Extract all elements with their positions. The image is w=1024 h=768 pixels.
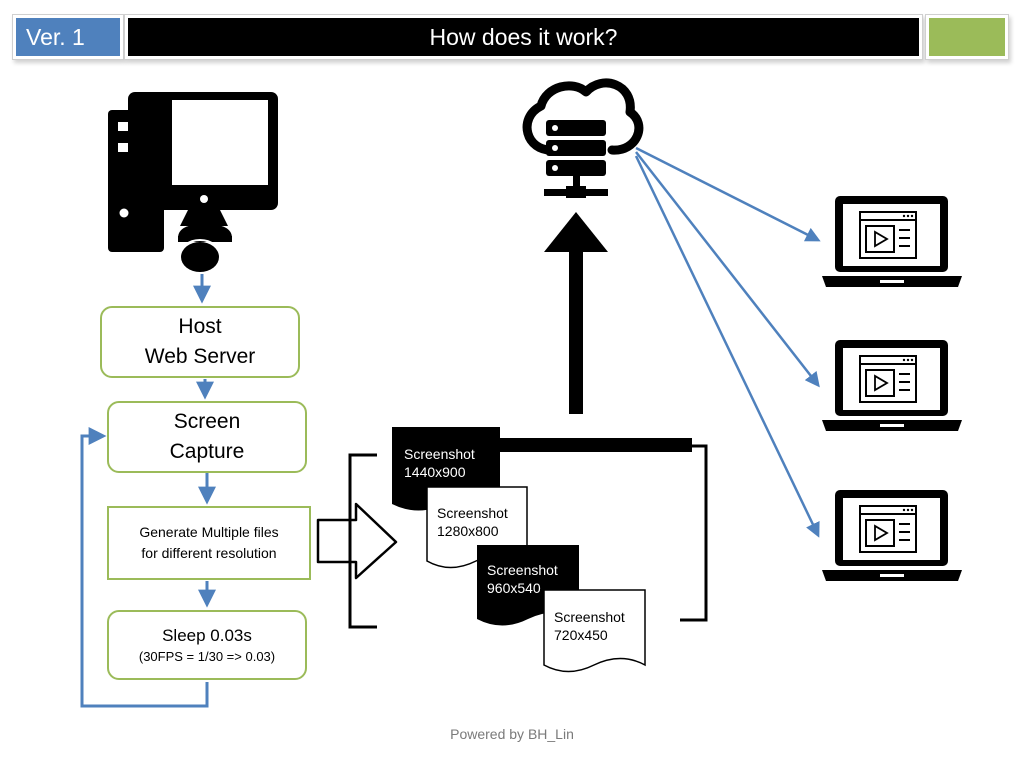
flow-arrows <box>80 274 216 708</box>
capture-line-1: Screen <box>173 410 241 433</box>
host-line-2: Web Server <box>144 345 256 368</box>
version-badge: Ver. 1 <box>16 18 120 56</box>
host-web-server-box: Host Web Server <box>100 306 300 378</box>
laptop-icon-1 <box>822 196 962 287</box>
generate-line-1: Generate Multiple files <box>139 524 279 540</box>
header-accent-block <box>929 18 1005 56</box>
screenshot-2-title: Screenshot <box>437 505 508 521</box>
sleep-line-2: (30FPS = 1/30 => 0.03) <box>138 649 276 664</box>
screenshot-label-3: Screenshot 960x540 <box>487 561 558 597</box>
screenshot-1-title: Screenshot <box>404 446 475 462</box>
screenshot-4-size: 720x450 <box>554 627 608 643</box>
capture-line-2: Capture <box>169 440 245 463</box>
arrow-to-client-2 <box>635 151 820 388</box>
host-line-1: Host <box>178 315 222 338</box>
upload-up-arrow <box>544 212 608 414</box>
arrow-to-client-3 <box>634 155 820 538</box>
hollow-right-arrow <box>316 502 398 580</box>
footer-credit: Powered by BH_Lin <box>450 726 574 742</box>
sleep-box: Sleep 0.03s (30FPS = 1/30 => 0.03) <box>107 610 307 680</box>
left-bracket <box>348 453 377 629</box>
screenshot-2-size: 1280x800 <box>437 523 499 539</box>
sleep-line-1: Sleep 0.03s <box>162 626 252 645</box>
screenshot-4-title: Screenshot <box>554 609 625 625</box>
webcam-icon <box>178 224 232 275</box>
screenshot-label-2: Screenshot 1280x800 <box>437 504 508 540</box>
laptop-icon-3 <box>822 490 962 581</box>
screenshot-doc-4 <box>543 589 646 673</box>
screen-capture-box: Screen Capture <box>107 401 307 473</box>
screenshot-label-4: Screenshot 720x450 <box>554 608 625 644</box>
distribution-arrows <box>634 146 821 538</box>
cloud-server-icon <box>522 78 644 198</box>
right-bracket <box>680 444 708 622</box>
top-bar <box>500 438 692 452</box>
screenshot-1-size: 1440x900 <box>404 464 466 480</box>
generate-files-box: Generate Multiple files for different re… <box>107 506 311 580</box>
arrow-to-client-1 <box>635 146 821 242</box>
page-title: How does it work? <box>128 18 919 56</box>
screenshot-3-title: Screenshot <box>487 562 558 578</box>
screenshot-3-size: 960x540 <box>487 580 541 596</box>
loop-back-arrow <box>80 427 209 708</box>
screenshot-label-1: Screenshot 1440x900 <box>404 445 475 481</box>
desktop-computer-icon <box>108 92 278 252</box>
version-label: Ver. 1 <box>26 23 85 50</box>
laptop-icon-2 <box>822 340 962 431</box>
generate-line-2: for different resolution <box>141 545 277 561</box>
